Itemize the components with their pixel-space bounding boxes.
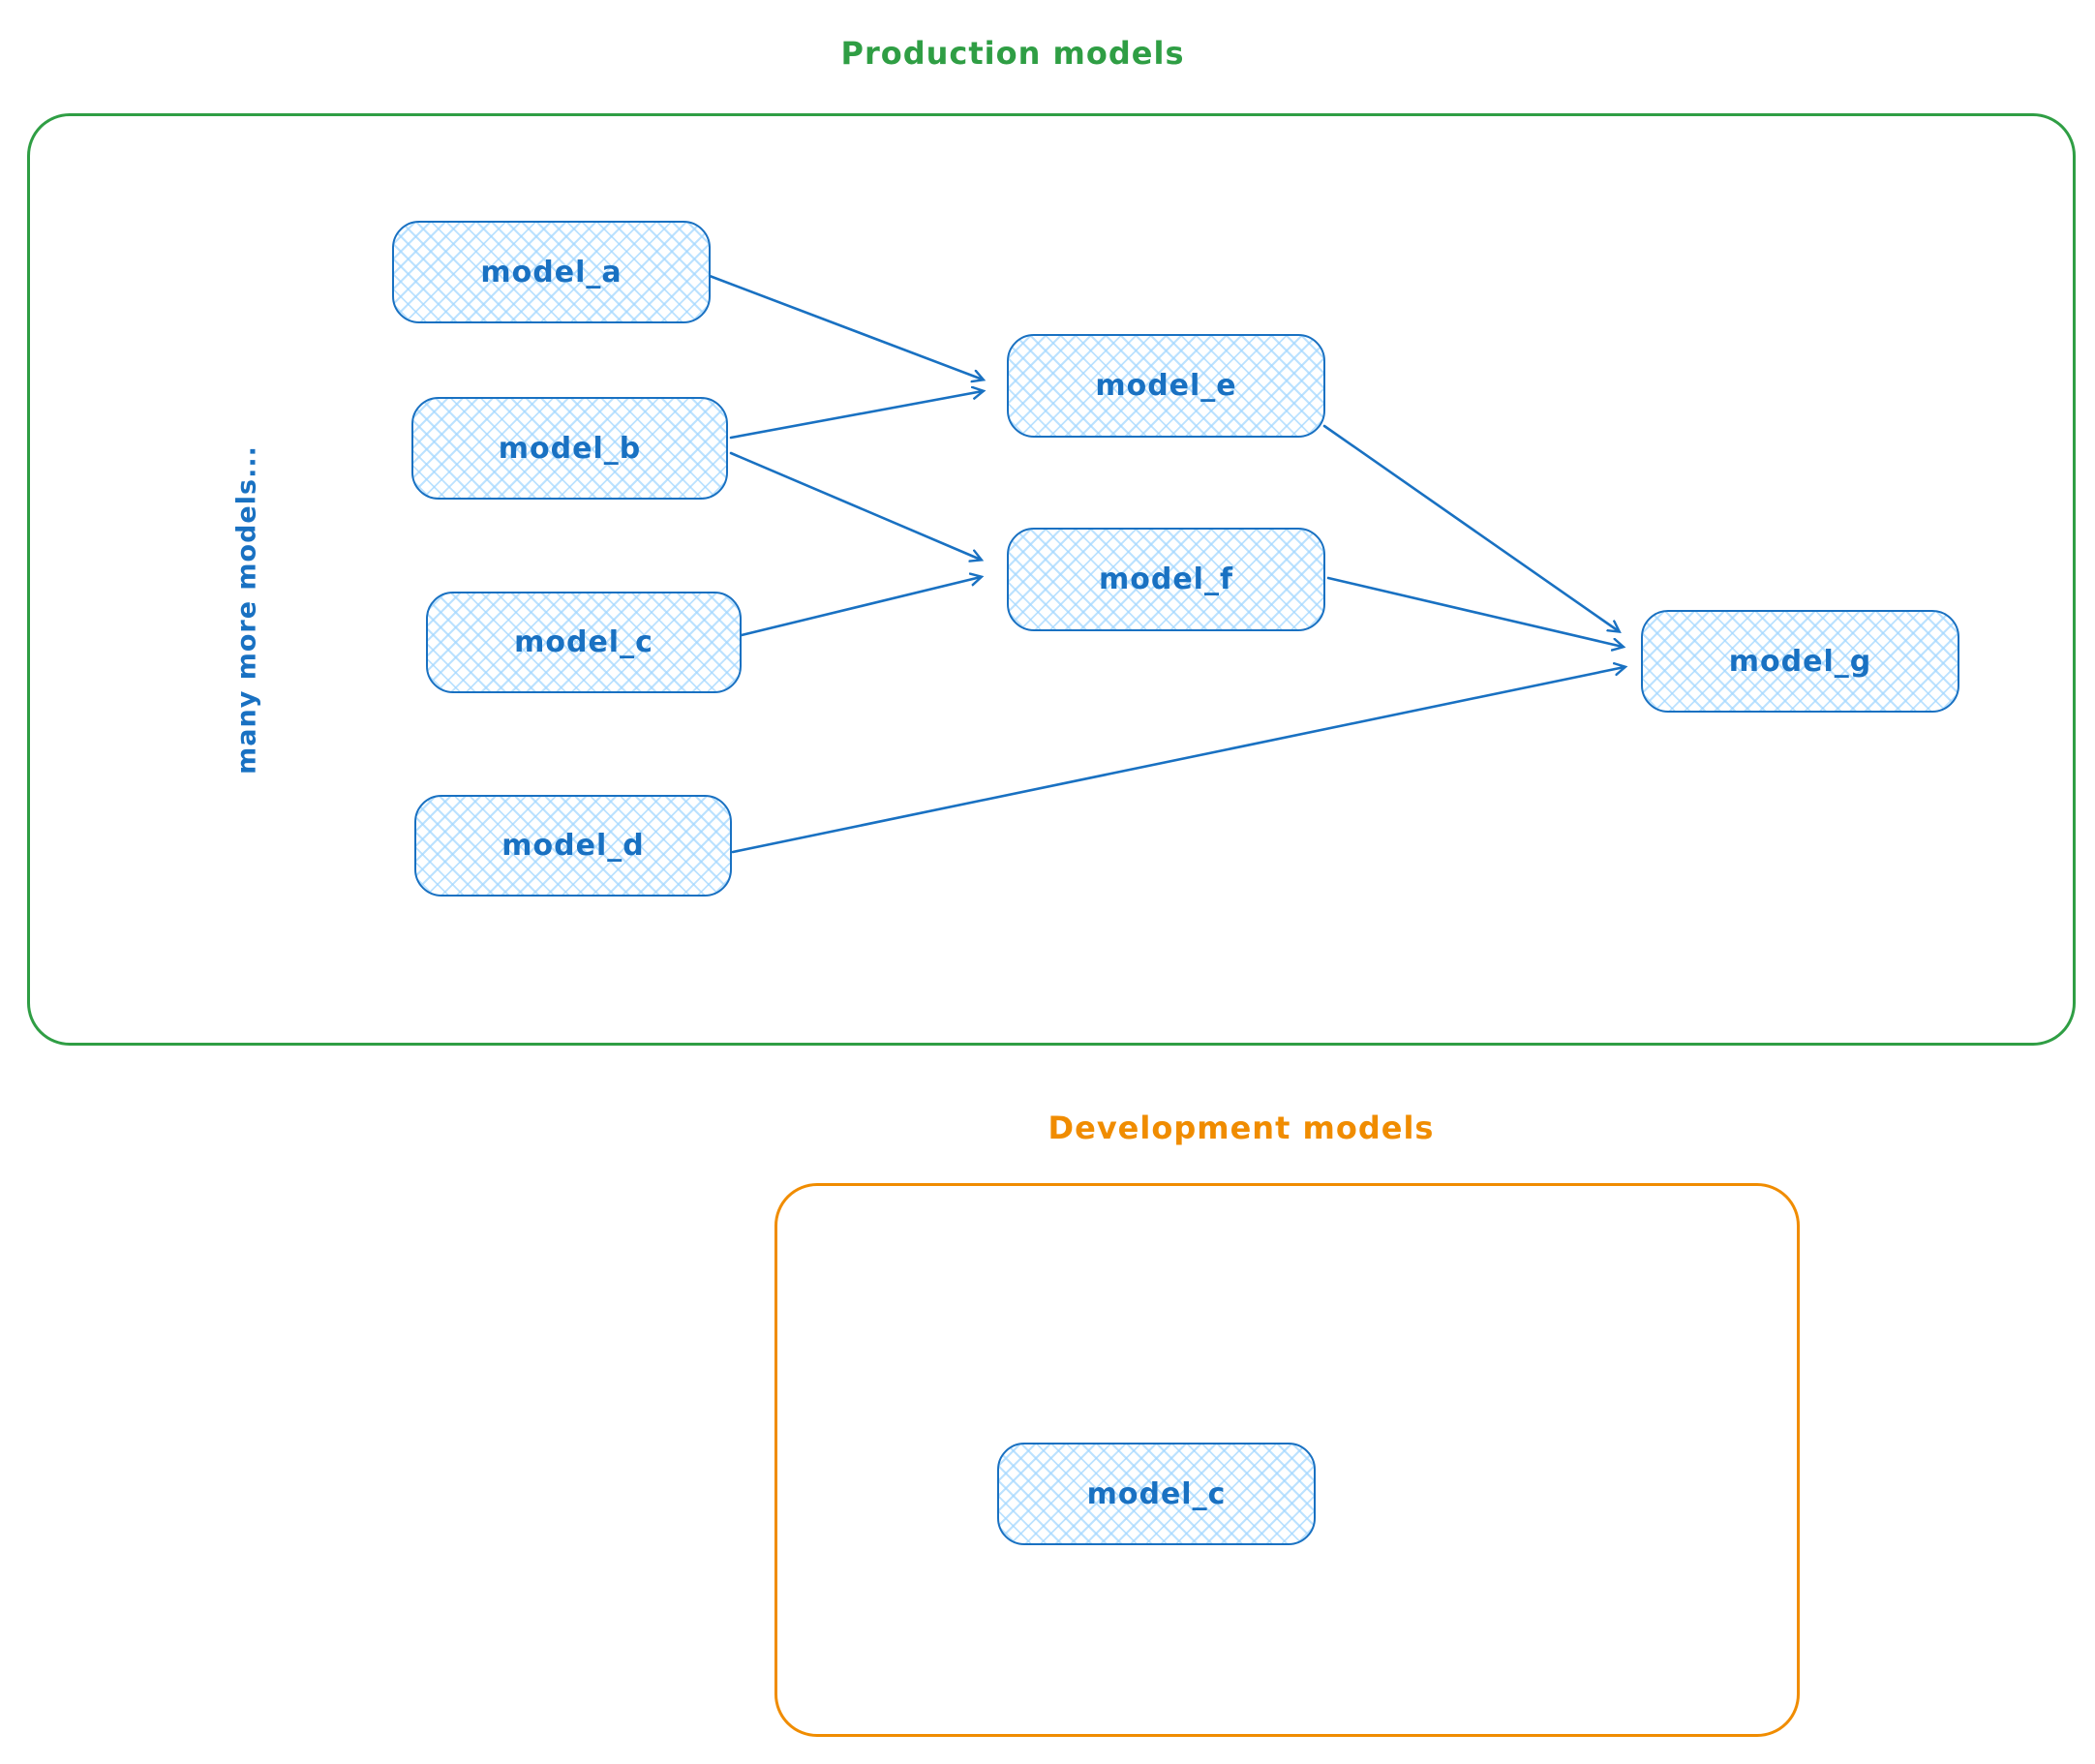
node-dev-model_c-label: model_c — [1086, 1476, 1227, 1511]
development-group-box — [774, 1183, 1800, 1737]
node-model_f: model_f — [1007, 528, 1325, 631]
node-model_e: model_e — [1007, 334, 1325, 438]
node-model_g: model_g — [1641, 610, 1959, 713]
node-model_c-label: model_c — [514, 625, 653, 659]
node-model_b-label: model_b — [498, 431, 642, 466]
node-model_c: model_c — [426, 592, 742, 693]
node-model_a: model_a — [392, 221, 711, 323]
development-group-title: Development models — [1048, 1110, 1435, 1146]
production-group-box — [27, 113, 2076, 1046]
node-model_d: model_d — [414, 795, 732, 897]
node-model_b: model_b — [411, 397, 728, 500]
node-model_f-label: model_f — [1098, 563, 1234, 596]
node-model_e-label: model_e — [1095, 369, 1237, 403]
many-more-models-note: many more models... — [231, 445, 262, 775]
node-model_g-label: model_g — [1728, 644, 1872, 679]
production-group-title: Production models — [840, 35, 1185, 72]
node-dev-model_c: model_c — [997, 1443, 1316, 1545]
node-model_d-label: model_d — [501, 829, 645, 863]
node-model_a-label: model_a — [480, 255, 622, 289]
